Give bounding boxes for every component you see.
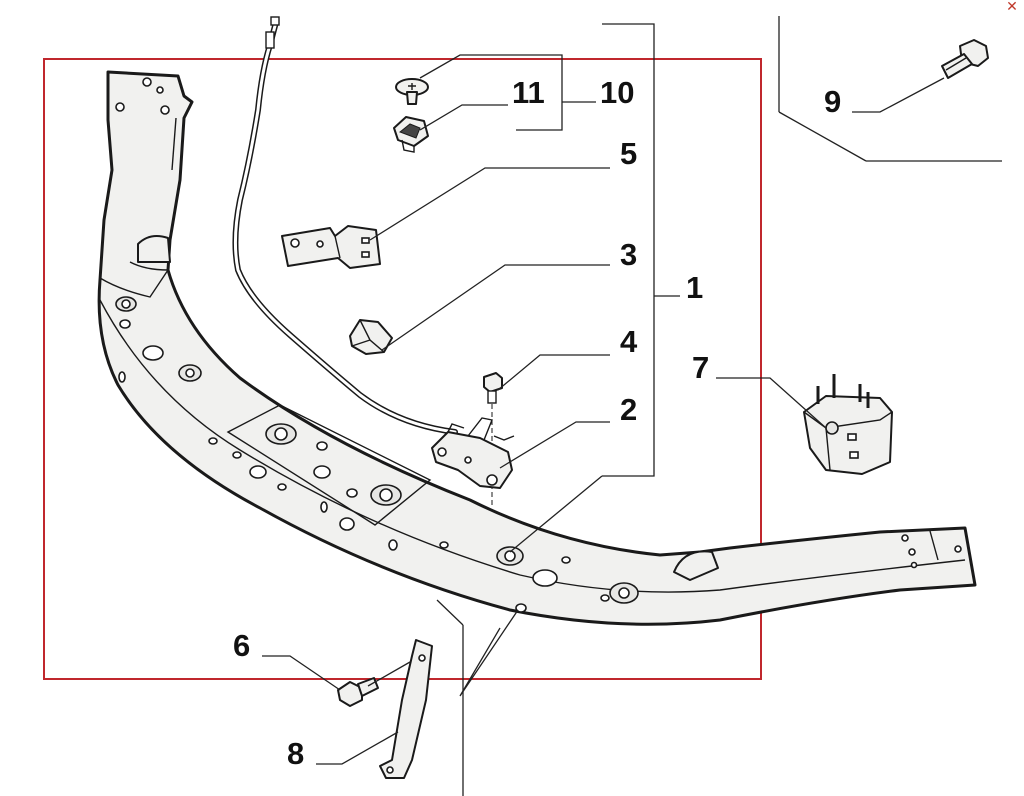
close-icon[interactable]: ✕ (1006, 0, 1018, 15)
stay-part-8[interactable] (379, 639, 433, 779)
callout-7: 7 (692, 350, 709, 385)
callout-11: 11 (512, 75, 545, 110)
mounting-holes (115, 77, 962, 613)
cross-member[interactable] (97, 70, 977, 626)
callout-8: 8 (287, 736, 304, 771)
callout-2: 2 (620, 392, 637, 427)
callout-6: 6 (233, 628, 250, 663)
screw-part-11[interactable] (395, 78, 429, 105)
callout-labels: 1 2 3 4 5 6 7 8 9 10 11 (233, 75, 841, 771)
highlight-frame (43, 58, 762, 680)
leader-lines (262, 23, 945, 765)
hood-latch-part-2[interactable] (431, 417, 515, 489)
bolt-part-9[interactable] (941, 39, 989, 79)
bracket-part-5[interactable] (281, 225, 381, 269)
release-cable[interactable] (232, 16, 458, 435)
mount-part-7[interactable] (803, 374, 893, 475)
clip-nut-part-10[interactable] (393, 116, 429, 153)
callout-9: 9 (824, 84, 841, 119)
bolt-part-6[interactable] (337, 677, 379, 707)
detail-separator (778, 16, 1002, 162)
callout-5: 5 (620, 136, 637, 171)
clip-part-3[interactable] (349, 319, 393, 355)
callout-4: 4 (620, 324, 638, 359)
callout-3: 3 (620, 237, 637, 272)
callout-10: 10 (600, 75, 634, 110)
lower-separator (436, 599, 464, 796)
callout-1: 1 (686, 270, 703, 305)
